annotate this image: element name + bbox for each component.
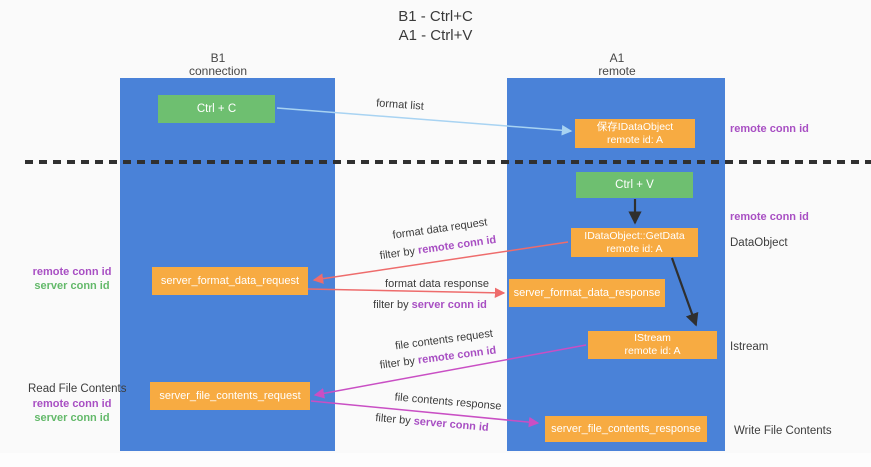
ctrl-v-box: Ctrl + V <box>576 172 693 198</box>
istream-box: IStream remote id: A <box>588 331 717 359</box>
write-file-contents-annotation: Write File Contents <box>734 425 832 437</box>
filter-by-server-conn-id-label-2: filter by server conn id <box>375 412 489 434</box>
lane-b1-role: connection <box>188 64 248 78</box>
save-idataobject-line2: remote id: A <box>606 133 664 146</box>
filter-by-text: filter by <box>379 244 419 263</box>
diagram-title: B1 - Ctrl+C A1 - Ctrl+V <box>0 7 871 45</box>
ctrl-c-label: Ctrl + C <box>196 102 237 115</box>
title-line-2: A1 - Ctrl+V <box>398 27 473 44</box>
server-file-contents-request-box: server_file_contents_request <box>150 382 310 410</box>
istream-line1: IStream <box>634 332 671 344</box>
idataobject-getdata-box: IDataObject::GetData remote id: A <box>571 228 698 257</box>
lane-b1-name: B1 <box>210 51 226 65</box>
format-data-response-label: format data response <box>385 278 489 290</box>
dataobject-annotation: DataObject <box>730 237 788 249</box>
filter-by-server-conn-id-label: filter by server conn id <box>373 299 487 311</box>
istream-annotation: Istream <box>730 341 769 353</box>
istream-line2: remote id: A <box>624 345 681 357</box>
server-format-data-request-box: server_format_data_request <box>152 267 308 295</box>
lane-a1-name: A1 <box>609 51 625 65</box>
remote-conn-id-text: remote conn id <box>417 233 497 257</box>
server-file-contents-response-box: server_file_contents_response <box>545 416 707 442</box>
format-response-label: server_format_data_response <box>513 286 661 299</box>
read-file-contents-annotation: Read File Contents <box>28 383 127 395</box>
server-conn-id-text: server conn id <box>413 415 490 434</box>
server-conn-id-text: server conn id <box>411 299 487 311</box>
bottom-strip <box>0 453 871 467</box>
format-request-label: server_format_data_request <box>160 274 300 287</box>
server-format-data-response-box: server_format_data_response <box>509 279 665 307</box>
server-conn-id-annotation-left-1: server conn id <box>34 280 110 292</box>
file-contents-response-label: file contents response <box>394 391 502 413</box>
lane-header-a1: A1 remote <box>547 52 687 78</box>
save-idataobject-box: 保存IDataObject remote id: A <box>575 119 695 148</box>
remote-conn-id-annotation-left-1: remote conn id <box>32 266 112 278</box>
remote-conn-id-annotation-mid: remote conn id <box>730 211 809 223</box>
file-request-label: server_file_contents_request <box>159 389 301 402</box>
remote-conn-id-annotation-left-2: remote conn id <box>32 398 112 410</box>
format-list-label: format list <box>375 97 425 113</box>
lane-header-b1: B1 connection <box>148 52 288 78</box>
remote-conn-id-annotation-top: remote conn id <box>730 123 809 135</box>
ctrl-v-label: Ctrl + V <box>615 178 654 191</box>
filter-by-text: filter by <box>374 412 415 428</box>
lane-a1-role: remote <box>598 64 636 78</box>
title-line-1: B1 - Ctrl+C <box>398 8 473 25</box>
filter-by-text: filter by <box>379 354 419 372</box>
save-idataobject-line1: 保存IDataObject <box>596 120 674 133</box>
ctrl-c-box: Ctrl + C <box>158 95 275 123</box>
dashed-separator <box>25 160 871 164</box>
getdata-line2: remote id: A <box>606 242 663 255</box>
file-response-label: server_file_contents_response <box>551 422 701 435</box>
server-conn-id-annotation-left-2: server conn id <box>34 412 110 424</box>
filter-by-text: filter by <box>373 299 412 311</box>
getdata-line1: IDataObject::GetData <box>584 229 685 242</box>
